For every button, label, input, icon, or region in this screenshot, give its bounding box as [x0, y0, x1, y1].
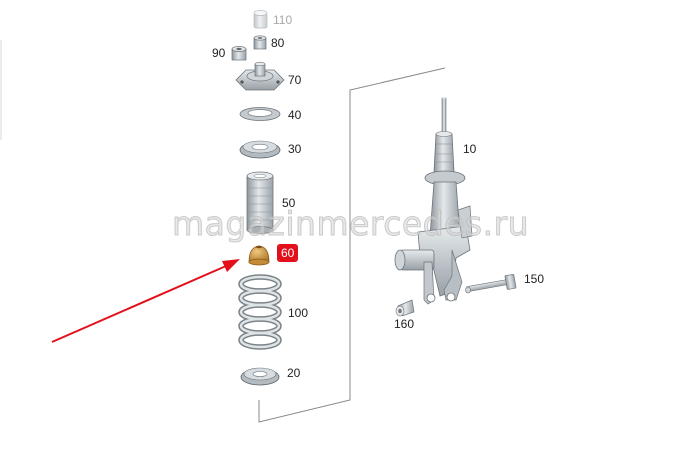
part-20-spring-pad-icon: [240, 367, 280, 386]
part-30-spring-pad-icon: [239, 140, 281, 159]
label-50[interactable]: 50: [282, 196, 296, 210]
label-60-highlighted[interactable]: 60: [276, 244, 299, 262]
part-160-bushing-icon: [395, 299, 415, 317]
label-160[interactable]: 160: [394, 317, 415, 331]
label-150[interactable]: 150: [524, 272, 545, 286]
label-70[interactable]: 70: [288, 73, 302, 87]
label-10[interactable]: 10: [463, 142, 477, 156]
label-40[interactable]: 40: [288, 108, 302, 122]
part-150-bolt-icon: [465, 274, 517, 294]
label-20[interactable]: 20: [287, 366, 301, 380]
group-bracket-line: [258, 67, 446, 423]
label-100[interactable]: 100: [288, 306, 309, 320]
part-80-nut-icon: [253, 35, 267, 50]
part-50-dust-boot-icon: [246, 171, 274, 234]
part-90-nut-icon: [231, 46, 247, 61]
part-60-bump-stop-icon: [248, 245, 270, 266]
watermark: magazinmercedes.ru: [171, 204, 530, 244]
label-30[interactable]: 30: [288, 142, 302, 156]
label-110[interactable]: 110: [273, 13, 293, 27]
part-110-cap-icon: [253, 10, 268, 29]
part-70-strut-mount-icon: [235, 61, 285, 91]
part-100-coil-spring-icon: [238, 274, 282, 350]
label-90[interactable]: 90: [212, 46, 226, 60]
part-40-bearing-ring-icon: [239, 107, 281, 121]
part-10-shock-absorber-icon: [394, 97, 473, 305]
label-80[interactable]: 80: [271, 36, 285, 50]
pointer-arrow: [51, 259, 240, 343]
